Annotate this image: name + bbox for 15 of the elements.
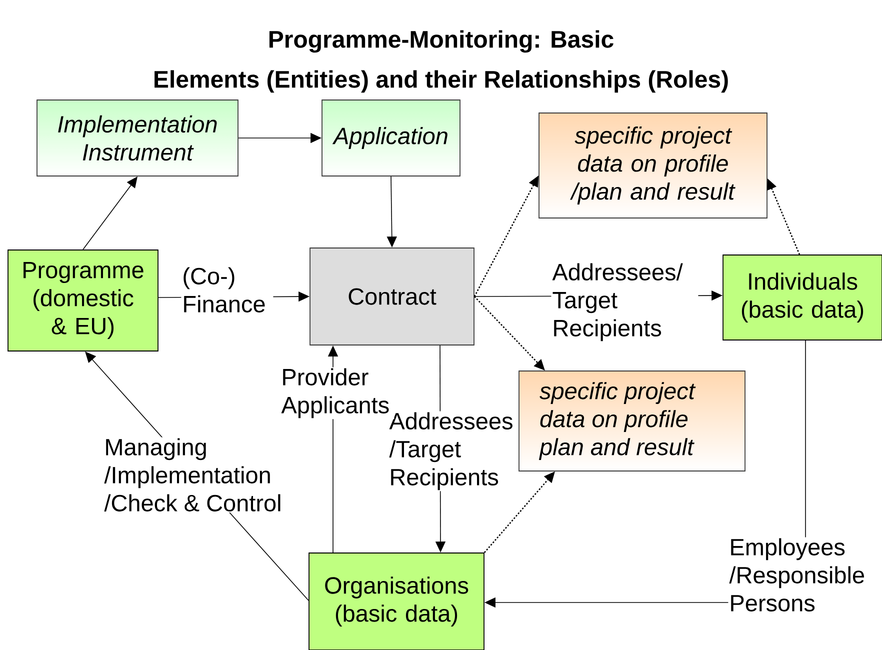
edge-label: (Co-) Finance [181,266,274,314]
process-box: Application [322,100,460,176]
entity-box: Individuals (basic data) [722,254,882,340]
edge-label: Managing /Implementation /Check & Control [103,437,300,512]
entity-box: Organisations (basic data) [308,552,484,650]
edge-label: Addressees/ Target Recipients [551,262,698,342]
data-box: specific project data on profile plan and result [518,370,746,472]
entity-box: Programme (domestic & EU) [8,250,158,352]
title: Programme-Monitoring: Basic Elements (Entities) and their Relationships (Roles) [154,30,728,93]
edge-label: Addressees /Target Recipients [388,411,516,492]
edge-label: Provider Applicants [280,367,394,420]
edge-label: Employees /Responsible Persons [728,537,876,612]
data-box: specific project data on profile /plan and result [538,112,768,218]
contract-box: Contract [310,248,474,346]
process-box: Implementation Instrument [36,100,238,176]
